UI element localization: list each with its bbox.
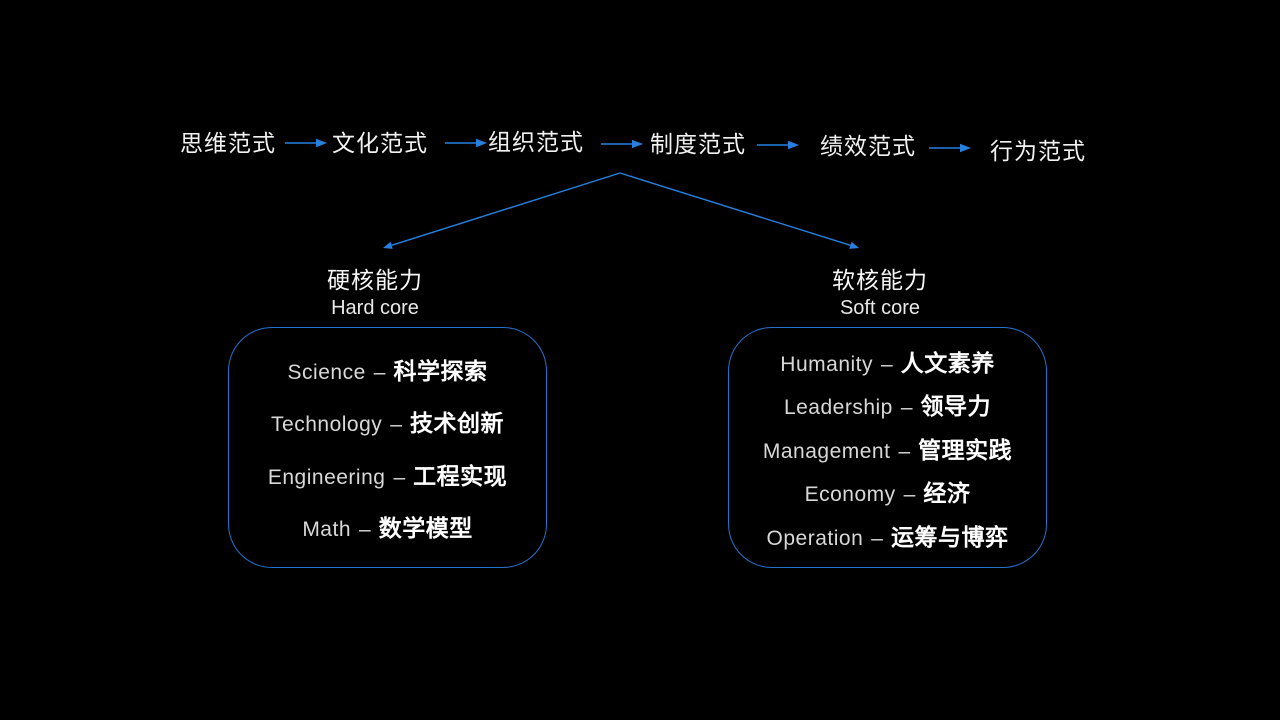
capability-label-zh: 领导力	[920, 393, 992, 419]
soft-core-box: Humanity–人文素养 Leadership–领导力 Management–…	[728, 327, 1047, 568]
flow-node-institution-paradigm: 制度范式	[650, 131, 746, 157]
hard-core-title-en: Hard core	[331, 297, 419, 319]
capability-label-en: Management	[762, 439, 891, 463]
capability-label-zh: 经济	[923, 480, 971, 506]
dash-separator: –	[881, 352, 893, 376]
dash-separator: –	[898, 439, 911, 463]
flow-arrow-icon	[600, 138, 644, 150]
flow-node-performance-paradigm: 绩效范式	[820, 133, 916, 159]
capability-label-en: Technology	[271, 413, 383, 437]
capability-label-zh: 工程实现	[413, 462, 508, 489]
dash-separator: –	[393, 465, 406, 489]
capability-label-zh: 技术创新	[409, 410, 504, 437]
capability-label-en: Leadership	[783, 396, 893, 419]
flow-arrow-icon	[756, 139, 800, 151]
hard-core-box: Science–科学探索 Technology–技术创新 Engineering…	[228, 327, 547, 568]
capability-item-technology: Technology–技术创新	[271, 404, 504, 438]
capability-label-zh: 运筹与博弈	[890, 523, 1009, 550]
capability-item-engineering: Engineering–工程实现	[268, 457, 507, 491]
capability-label-zh: 数学模型	[378, 514, 473, 541]
dash-separator: –	[900, 396, 913, 419]
capability-label-zh: 管理实践	[918, 436, 1013, 463]
capability-item-economy: Economy–经济	[805, 474, 971, 508]
capability-item-math: Math–数学模型	[302, 509, 472, 543]
capability-label-zh: 科学探索	[393, 358, 488, 385]
soft-core-title-en: Soft core	[839, 297, 921, 319]
capability-label-en: Economy	[804, 483, 896, 506]
soft-core-title-zh: 软核能力	[832, 267, 928, 293]
branch-arrows-icon	[383, 172, 859, 249]
hard-core-title-zh: 硬核能力	[327, 267, 423, 293]
flow-arrow-icon	[444, 137, 488, 149]
capability-item-management: Management–管理实践	[763, 431, 1012, 465]
flow-arrow-icon	[284, 137, 328, 149]
capability-item-science: Science–科学探索	[288, 352, 488, 386]
capability-label-zh: 人文素养	[900, 349, 995, 376]
capability-label-en: Math	[302, 517, 351, 541]
capability-label-en: Operation	[766, 526, 864, 550]
flow-arrow-icon	[928, 142, 972, 154]
dash-separator: –	[871, 526, 883, 550]
capability-label-en: Science	[287, 361, 366, 385]
flow-node-thinking-paradigm: 思维范式	[180, 130, 276, 156]
dash-separator: –	[373, 361, 386, 385]
capability-item-operation: Operation–运筹与博弈	[767, 518, 1009, 552]
capability-item-leadership: Leadership–领导力	[784, 387, 991, 421]
capability-label-en: Humanity	[780, 352, 873, 376]
dash-separator: –	[903, 483, 916, 506]
flow-node-behavior-paradigm: 行为范式	[990, 138, 1086, 164]
capability-item-humanity: Humanity–人文素养	[780, 344, 994, 378]
flow-node-organization-paradigm: 组织范式	[488, 129, 584, 155]
flow-node-culture-paradigm: 文化范式	[332, 130, 428, 156]
dash-separator: –	[390, 413, 402, 437]
capability-label-en: Engineering	[267, 465, 386, 489]
dash-separator: –	[359, 517, 371, 541]
